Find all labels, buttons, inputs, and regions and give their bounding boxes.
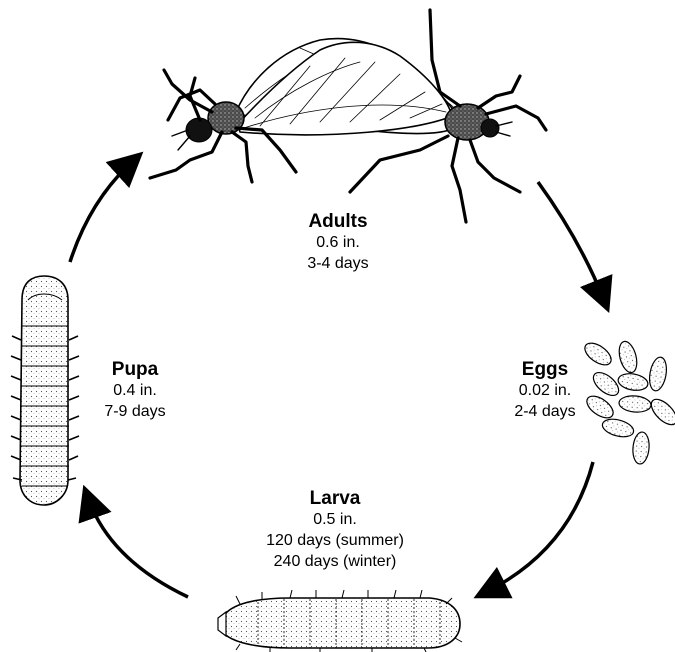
pupa-label: Pupa 0.4 in. 7-9 days bbox=[80, 359, 190, 422]
arrow-eggs-to-larva bbox=[486, 462, 593, 592]
eggs-label: Eggs 0.02 in. 2-4 days bbox=[490, 359, 600, 422]
larva-duration-winter: 240 days (winter) bbox=[230, 551, 440, 572]
adults-duration: 3-4 days bbox=[268, 253, 408, 274]
eggs-stage-name: Eggs bbox=[490, 359, 600, 380]
larva-size: 0.5 in. bbox=[230, 509, 440, 530]
adults-illustration bbox=[150, 10, 546, 222]
eggs-size: 0.02 in. bbox=[490, 380, 600, 401]
larva-duration-summer: 120 days (summer) bbox=[230, 530, 440, 551]
pupa-size: 0.4 in. bbox=[80, 380, 190, 401]
arrow-adults-to-eggs bbox=[538, 182, 604, 300]
pupa-duration: 7-9 days bbox=[80, 401, 190, 422]
arrow-larva-to-pupa bbox=[88, 498, 188, 597]
adults-stage-name: Adults bbox=[268, 211, 408, 232]
larva-stage-name: Larva bbox=[230, 488, 440, 509]
larva-label: Larva 0.5 in. 120 days (summer) 240 days… bbox=[230, 488, 440, 572]
adults-size: 0.6 in. bbox=[268, 232, 408, 253]
pupa-stage-name: Pupa bbox=[80, 359, 190, 380]
arrow-pupa-to-adults bbox=[70, 161, 133, 262]
larva-illustration bbox=[218, 590, 462, 652]
eggs-duration: 2-4 days bbox=[490, 401, 600, 422]
adults-label: Adults 0.6 in. 3-4 days bbox=[268, 211, 408, 274]
pupa-illustration bbox=[11, 276, 79, 505]
